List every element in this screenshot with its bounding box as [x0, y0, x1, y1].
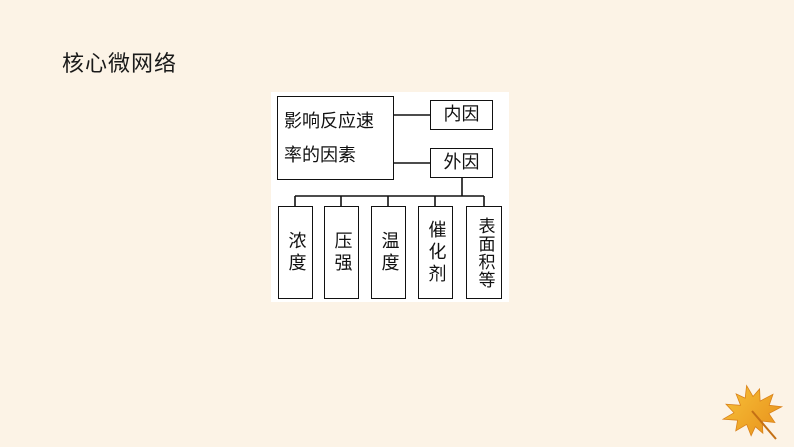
factor-label: 催化剂: [425, 219, 447, 286]
factor-label: 浓度: [285, 230, 307, 275]
factor-node-surface-area: 表面积等: [466, 206, 502, 299]
factor-node-temperature: 温度: [371, 206, 406, 299]
factor-label: 表面积等: [474, 216, 495, 289]
maple-leaf-icon: [721, 384, 784, 440]
factor-node-catalyst: 催化剂: [418, 206, 453, 299]
factor-label: 压强: [331, 230, 353, 275]
factor-node-pressure: 压强: [324, 206, 359, 299]
internal-cause-node: 内因: [430, 100, 493, 130]
factor-label: 温度: [378, 230, 400, 275]
factor-node-concentration: 浓度: [278, 206, 313, 299]
external-cause-node: 外因: [430, 148, 493, 178]
root-node: 影响反应速 率的因素: [277, 96, 394, 180]
root-node-line-2: 率的因素: [284, 145, 356, 166]
root-node-line-1: 影响反应速: [284, 111, 374, 132]
page-title: 核心微网络: [62, 52, 178, 77]
